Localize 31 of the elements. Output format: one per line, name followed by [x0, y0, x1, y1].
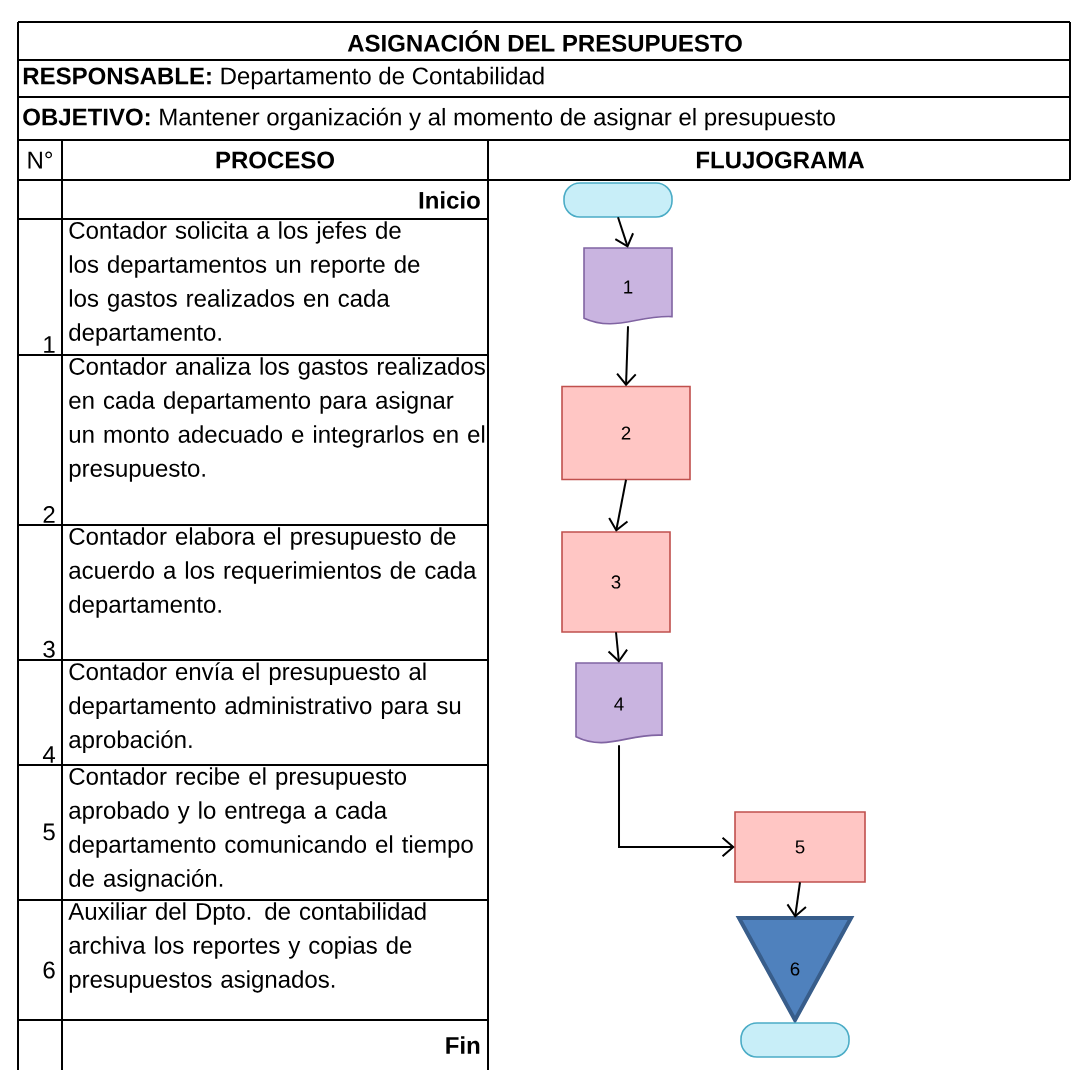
step-number: 4 [42, 746, 56, 763]
table-text: RESPONSABLE: Departamento de Contabilidad [23, 66, 544, 90]
step-description: Contador recibe el presupuesto aprobado y lo entrega a cada departamento comunicando el tiempo de asignación. [69, 767, 473, 892]
column-header: PROCESO [216, 151, 334, 169]
step-description: Contador solicita a los jefes de los departamentos un reporte de los gastos realizados en cada departamento. [69, 221, 420, 346]
terminator-shape [740, 1022, 850, 1058]
step-number: 2 [43, 505, 55, 523]
column-header: Inicio [419, 191, 480, 209]
process-box: 5 [734, 811, 866, 883]
step-number: 3 [43, 640, 55, 658]
arrow [614, 216, 635, 248]
column-header: FLUJOGRAMA [696, 151, 865, 169]
arrow [616, 325, 637, 387]
step-description: Contador envía el presupuesto al departamento administrativo para su aprobación. [69, 662, 461, 753]
step-number: 6 [43, 961, 55, 979]
process-box: 3 [561, 531, 671, 633]
arrow [618, 744, 735, 858]
table-text: OBJETIVO: Mantener organización y al momento de asignar el presupuesto [23, 107, 835, 131]
terminator-shape [563, 182, 673, 218]
arrow [786, 881, 807, 918]
process-box: 2 [561, 385, 691, 481]
step-description: Contador elabora el presupuesto de acuerdo a los requerimientos de cada departamento. [69, 527, 477, 618]
table-text: N° [28, 151, 52, 169]
arrow [607, 631, 629, 663]
step-number: 1 [44, 336, 55, 353]
column-header: Fin [446, 1036, 480, 1054]
arrow [608, 478, 629, 532]
step-description: Auxiliar del Dpto. de contabilidad archiva los reportes y copias de presupuestos asignados. [68, 902, 426, 993]
title: ASIGNACIÓN DEL PRESUPUESTO [347, 30, 742, 52]
step-description: Contador analiza los gastos realizados en cada departamento para asignar un monto adecuado e integrarlos en el presupuesto. [69, 357, 485, 482]
step-number: 5 [43, 823, 55, 841]
